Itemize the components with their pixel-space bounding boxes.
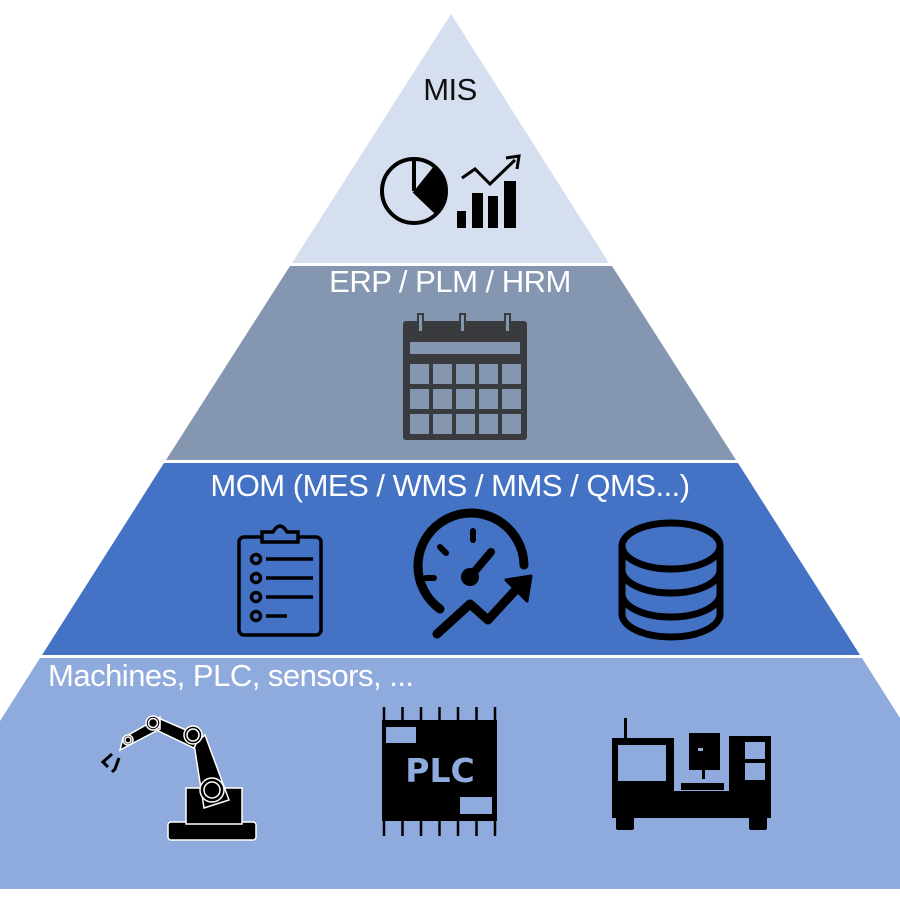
calendar-day-cell (433, 389, 452, 409)
speedometer-trend-icon (413, 508, 533, 639)
calendar-day-cell (410, 389, 429, 409)
pie-chart-icon (380, 157, 448, 225)
level-label-mom: MOM (MES / WMS / MMS / QMS...) (210, 468, 690, 503)
calendar-day-cell (502, 414, 521, 434)
bar-chart-icon (457, 154, 521, 228)
calendar-day-cell (479, 414, 498, 434)
pie-and-bar-chart-icon (380, 154, 521, 228)
cnc-machine-icon (612, 718, 771, 830)
pyramid-level-mis (292, 14, 609, 263)
calendar-day-cell (502, 389, 521, 409)
calendar-day-cell (479, 364, 498, 384)
pyramid-level-mom (42, 463, 860, 655)
clipboard-checklist-icon (237, 524, 323, 637)
database-icon (618, 519, 724, 641)
level-label-mis: MIS (423, 72, 477, 107)
plc-chip-label: PLC (405, 751, 474, 790)
calendar-day-cell (433, 364, 452, 384)
calendar-icon (403, 313, 527, 440)
calendar-day-cell (456, 364, 475, 384)
plc-chip-icon: PLC (382, 707, 497, 836)
level-label-erp: ERP / PLM / HRM (329, 264, 571, 299)
calendar-day-cell (433, 414, 452, 434)
calendar-day-cell (479, 389, 498, 409)
calendar-day-cell (456, 414, 475, 434)
level-label-machines: Machines, PLC, sensors, ... (48, 658, 414, 693)
robot-arm-icon (100, 715, 257, 841)
calendar-day-cell (410, 414, 429, 434)
calendar-day-cell (456, 389, 475, 409)
calendar-day-cell (502, 364, 521, 384)
calendar-day-cell (410, 364, 429, 384)
